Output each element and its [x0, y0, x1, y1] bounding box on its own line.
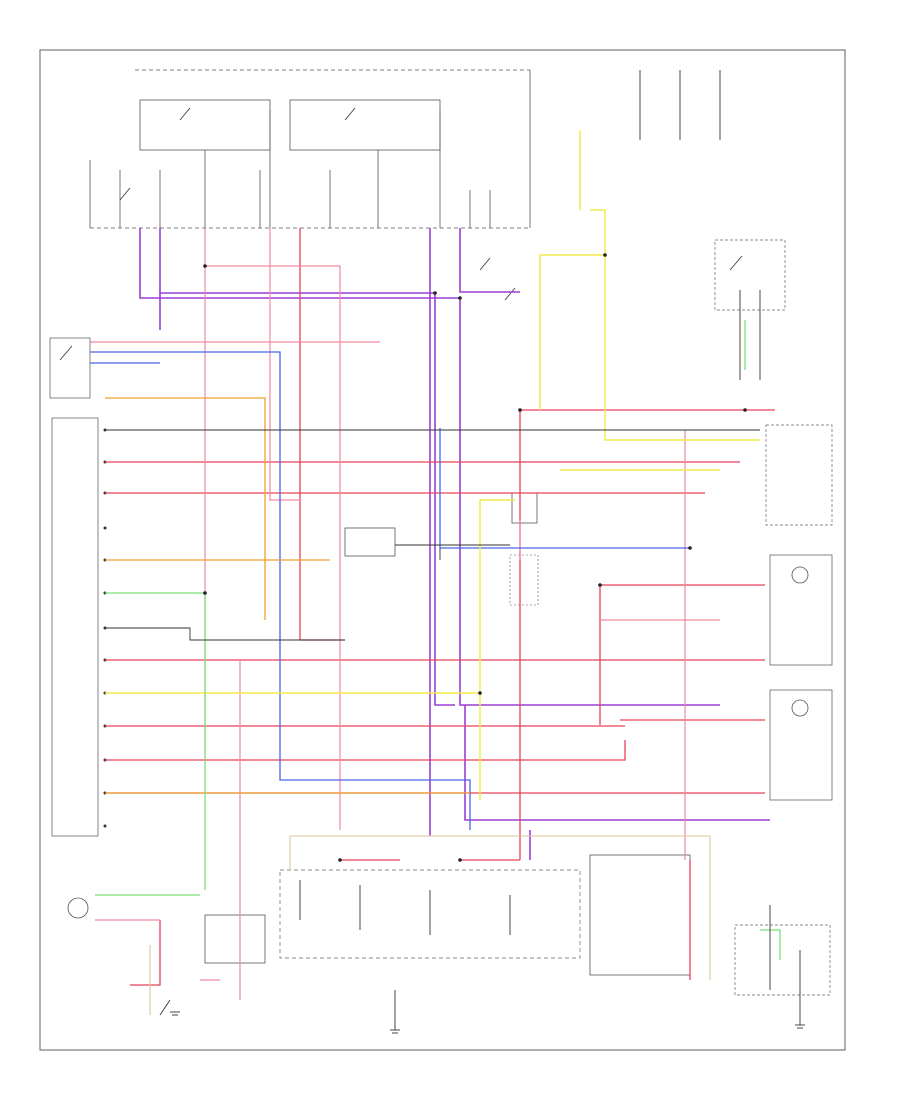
- black-wires: [105, 70, 801, 1030]
- left-headlight-unit: [769, 689, 833, 801]
- bottom-switch-panel: [279, 869, 581, 959]
- center-fuse-strip: [509, 554, 539, 606]
- headlight-relay-mid: [511, 492, 538, 524]
- bottom-left-relay: [204, 914, 266, 964]
- bottom-right-control: [589, 854, 691, 976]
- pink-wires: [90, 228, 720, 1000]
- right-connector-strip: [765, 424, 833, 526]
- relay-contacts: [59, 107, 743, 361]
- junction-dots: [203, 253, 747, 862]
- right-relay-block: [714, 239, 786, 311]
- daytime-running-relay: [344, 527, 396, 557]
- ground-junction-left: [67, 897, 89, 919]
- violet-wires: [139, 228, 770, 860]
- bottom-right-connector: [734, 924, 831, 996]
- orange-wires: [105, 397, 470, 794]
- diagram-frame: [39, 49, 846, 1051]
- combination-switch-box: [49, 337, 91, 399]
- fuse-relay-box: [89, 69, 531, 229]
- integrated-control-unit-box: [51, 417, 99, 837]
- tan-wires: [149, 835, 711, 1015]
- right-headlight-unit: [769, 554, 833, 666]
- ground-symbols: [170, 1011, 805, 1034]
- yellow-wires: [105, 130, 760, 800]
